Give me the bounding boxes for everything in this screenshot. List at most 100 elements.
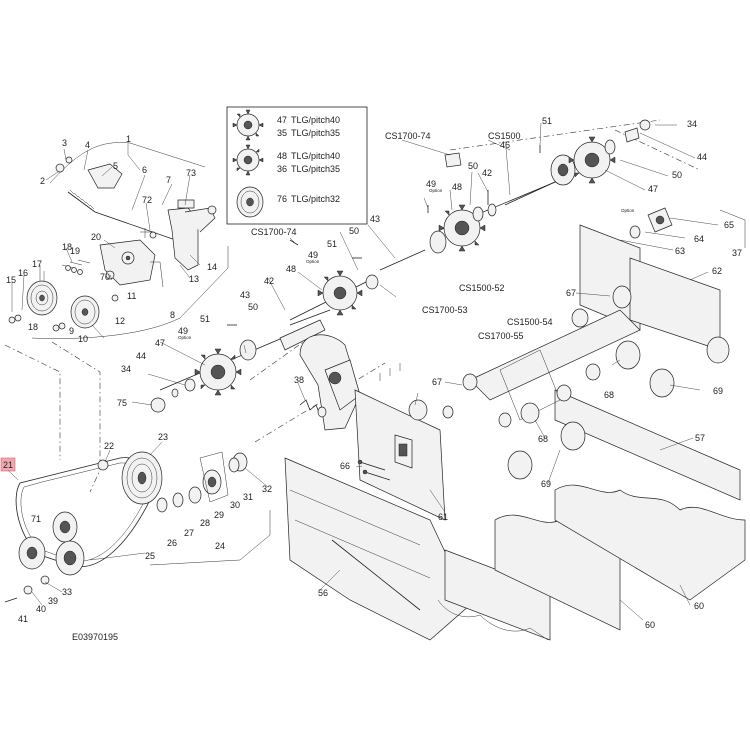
callout-number: 8	[170, 310, 175, 320]
bolts-66	[357, 459, 391, 481]
callout-number: 46	[500, 140, 510, 150]
legend-row-4: 36 TLG/pitch35	[277, 164, 340, 174]
assembly-label: CS1700-74	[385, 131, 431, 141]
callout-number: 41	[18, 614, 28, 624]
callout-number: 48	[452, 182, 462, 192]
option-tag: Option	[306, 259, 320, 264]
legend-row-3: 48 TLG/pitch40	[277, 151, 340, 161]
main-shaft	[369, 256, 606, 382]
drawing-code: E03970195	[72, 632, 118, 642]
callout-number: 34	[121, 364, 131, 374]
gearbox-housing	[299, 334, 361, 431]
callout-number: 50	[672, 170, 682, 180]
assembly-label: CS1500-54	[507, 317, 553, 327]
bearing-stack	[156, 451, 248, 513]
callout-number: 12	[115, 316, 125, 326]
assembly-label: CS1700-53	[422, 305, 468, 315]
callout-number: 21	[3, 460, 13, 470]
callout-number: 67	[432, 377, 442, 387]
callout-number: 49	[426, 179, 436, 189]
callout-number: 50	[468, 161, 478, 171]
callout-number: 25	[145, 551, 155, 561]
callout-number: 17	[32, 259, 42, 269]
callout-number: 43	[370, 214, 380, 224]
legend-text: TLG/pitch40	[291, 151, 340, 161]
callout-number: 61	[438, 512, 448, 522]
callout-number: 65	[724, 220, 734, 230]
legend-num: 48	[277, 151, 287, 161]
callout-number: 38	[294, 375, 304, 385]
callout-number: 72	[142, 195, 152, 205]
callout-number: 19	[70, 246, 80, 256]
callout-number: 22	[104, 441, 114, 451]
callout-number: 29	[214, 510, 224, 520]
callout-number: 26	[167, 538, 177, 548]
callout-number: 31	[243, 492, 253, 502]
callout-number: 60	[694, 601, 704, 611]
legend-text: TLG/pitch35	[291, 128, 340, 138]
callout-number: 70	[100, 272, 110, 282]
callout-number: 6	[142, 165, 147, 175]
callout-number: 62	[712, 266, 722, 276]
callout-number: 39	[48, 596, 58, 606]
callout-number: 43	[240, 290, 250, 300]
callout-number: 57	[695, 433, 705, 443]
callout-number: 44	[136, 351, 146, 361]
callout-number: 13	[189, 274, 199, 284]
callout-number: 18	[28, 322, 38, 332]
option-tag: Option	[621, 208, 635, 213]
callout-number: 56	[318, 588, 328, 598]
spring-38	[299, 399, 327, 418]
option-tags: Option Option Option Option	[178, 188, 635, 340]
belt-drive	[4, 451, 163, 603]
callout-number: 14	[207, 262, 217, 272]
callout-number: 33	[62, 587, 72, 597]
callout-number: 49	[178, 326, 188, 336]
legend-num: 35	[277, 128, 287, 138]
upper-shaft-assembly	[427, 119, 673, 254]
callout-number: 69	[713, 386, 723, 396]
callout-number: 34	[687, 119, 697, 129]
callout-number: 16	[18, 268, 28, 278]
callout-number: 50	[349, 226, 359, 236]
highlighted-callout[interactable]: 21	[0, 457, 16, 472]
assembly-label: CS1500	[488, 131, 521, 141]
callout-number: 51	[200, 314, 210, 324]
callout-number: 44	[697, 152, 707, 162]
legend-box: 47 TLG/pitch40 35 TLG/pitch35 48 TLG/pit…	[226, 106, 368, 225]
legend-row-2: 35 TLG/pitch35	[277, 128, 340, 138]
option-tag: Option	[178, 335, 192, 340]
leader-lines	[7, 122, 719, 621]
callout-number: 42	[482, 168, 492, 178]
callout-number: 47	[648, 184, 658, 194]
legend-text: TLG/pitch40	[291, 115, 340, 125]
callout-number: 75	[117, 398, 127, 408]
clamp-bracket	[87, 163, 123, 189]
callout-number: 69	[541, 479, 551, 489]
callout-number: 51	[542, 116, 552, 126]
callout-number: 63	[675, 246, 685, 256]
sprocket-icon	[232, 109, 264, 141]
callout-number: 60	[645, 620, 655, 630]
callout-number: 37	[732, 248, 742, 258]
legend-row-1: 47 TLG/pitch40	[277, 115, 340, 125]
callout-number: 73	[186, 168, 196, 178]
callout-number: 3	[62, 138, 67, 148]
callout-number: 7	[166, 175, 171, 185]
assembly-label: CS1700-74	[251, 227, 297, 237]
callout-number: 23	[158, 432, 168, 442]
left-pulley-assembly	[8, 259, 100, 332]
cutter-plate-60b	[494, 484, 746, 631]
option-tag: Option	[429, 188, 443, 193]
callout-number: 20	[91, 232, 101, 242]
assembly-labels: CS1700-74 CS1500 CS1700-74 CS1500-52 CS1…	[251, 131, 553, 341]
callout-number: 47	[155, 338, 165, 348]
callout-number: 71	[31, 514, 41, 524]
callout-number: 5	[113, 161, 118, 171]
callout-number: 27	[184, 528, 194, 538]
callout-number: 30	[230, 500, 240, 510]
callout-number: 28	[200, 518, 210, 528]
pulley-icon	[236, 186, 264, 218]
callout-number: 49	[308, 250, 318, 260]
callout-number: 18	[62, 242, 72, 252]
